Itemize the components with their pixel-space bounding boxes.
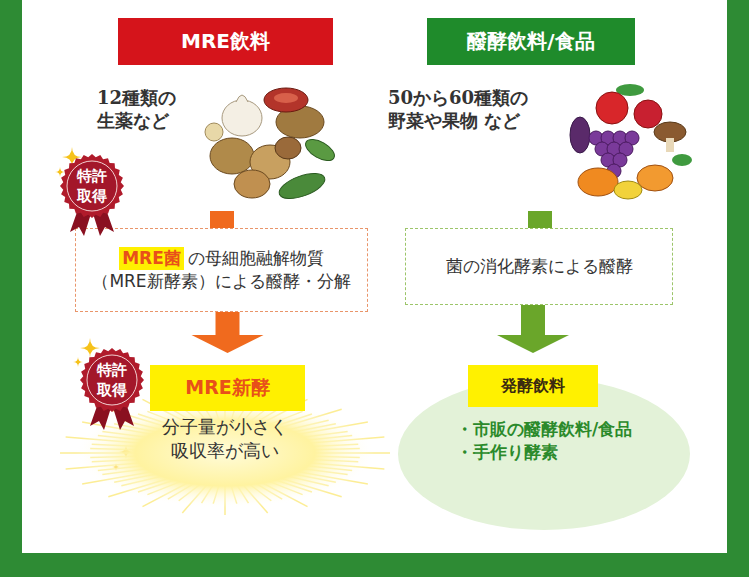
mushroom-shine (274, 93, 298, 103)
persimmon (578, 168, 618, 196)
garlic (222, 100, 262, 136)
white-panel (22, 0, 727, 553)
node-text: 発酵飲料 (501, 375, 565, 397)
root (275, 137, 301, 159)
arrow-stub (210, 211, 234, 228)
arrow-shaft (216, 312, 240, 336)
badge-seal (60, 154, 124, 218)
node-text: MRE飲料 (181, 28, 270, 55)
fruit-illustration (570, 84, 692, 199)
herb-illustration (205, 88, 338, 204)
arrow-shaft (521, 305, 545, 336)
source-label: 12種類の 生薬など (97, 86, 176, 133)
node-text: MRE新酵 (185, 375, 270, 401)
apple (634, 100, 662, 128)
patent-badge: 特許 取得 (82, 350, 142, 410)
header-box: MRE飲料 (118, 18, 333, 65)
badge-ring (87, 355, 137, 405)
arrow-head (192, 335, 264, 353)
flow-arrow (497, 305, 569, 353)
node-text: 菌の消化酵素による醱酵 (446, 255, 633, 278)
leaf (302, 135, 338, 165)
node-text: MRE菌 (119, 247, 184, 270)
result-box: MRE新酵 (150, 365, 305, 411)
badge-ring (67, 161, 117, 211)
node-text: 特許 取得 (97, 360, 127, 401)
node-text: 特許 取得 (77, 166, 107, 207)
source-label: 50から60種類の 野菜や果物 など (388, 86, 560, 133)
root (210, 138, 254, 174)
process-box: 菌の消化酵素による醱酵 (405, 228, 673, 305)
root (234, 170, 270, 198)
burst-core (75, 398, 375, 508)
patent-badge: 特許 取得 (62, 156, 122, 216)
mushroom-stem (666, 138, 674, 152)
sparkle (73, 357, 83, 367)
node-text: の母細胞融解物質 (188, 247, 324, 270)
garlic-tip (236, 95, 248, 102)
node-text: ・手作り酵素 (456, 441, 558, 464)
apple (596, 92, 628, 124)
process-box: MRE菌の母細胞融解物質（MRE新酵素）による醱酵・分解 (75, 228, 368, 312)
leaf (672, 154, 692, 166)
lemon (614, 181, 642, 199)
node-text: 分子量が小さく 吸収率が高い (162, 415, 288, 464)
mushroom (264, 88, 308, 112)
sparkle (55, 167, 65, 177)
node-text: ・市販の醱酵飲料/食品 (456, 418, 632, 441)
persimmon (637, 165, 673, 191)
badge-seal (80, 348, 144, 412)
arrow-head (497, 335, 569, 353)
header-box: 醱酵飲料/食品 (427, 18, 635, 65)
flow-arrow (192, 312, 264, 353)
node-text: （MRE新酵素）による醱酵・分解 (92, 270, 350, 293)
burst-rays (60, 391, 390, 515)
result-box: 発酵飲料 (468, 365, 598, 407)
arrow-stub (528, 211, 552, 228)
node-text: 醱酵飲料/食品 (467, 28, 594, 55)
eggplant (570, 117, 590, 153)
slice (205, 123, 223, 141)
